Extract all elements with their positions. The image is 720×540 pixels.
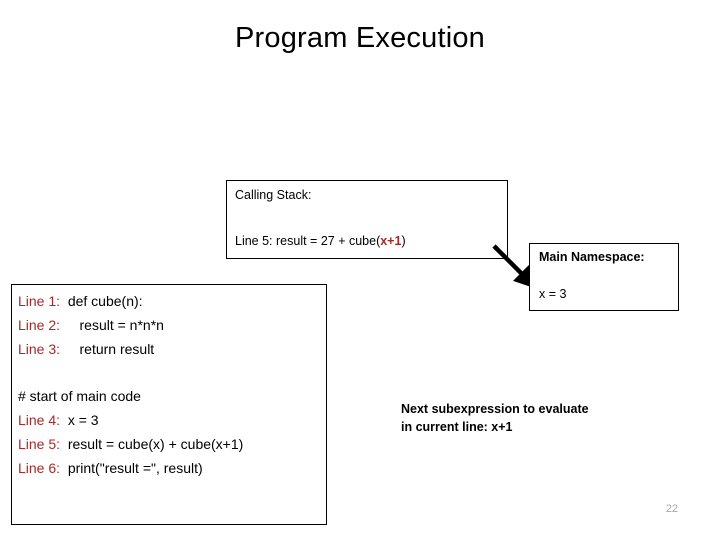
code-line-source: # start of main code — [18, 388, 141, 404]
code-line-source: def cube(n): — [60, 293, 143, 309]
code-line-label: Line 1: — [18, 293, 61, 309]
code-listing: Line 1: def cube(n): Line 2: result = n*… — [18, 289, 324, 480]
code-line: Line 6: print("result =", result) — [18, 456, 324, 480]
main-namespace-heading: Main Namespace: — [539, 250, 645, 264]
code-line-label: Line 4: — [18, 412, 61, 428]
code-line-source: print("result =", result) — [60, 460, 203, 476]
code-line-label: Line 5: — [18, 436, 61, 452]
code-line-label: Line 6: — [18, 460, 61, 476]
calling-stack-frame-suffix: ) — [401, 234, 406, 248]
code-line: Line 2: result = n*n*n — [18, 313, 324, 337]
annotation-line-1: Next subexpression to evaluate — [401, 402, 589, 416]
code-line: Line 4: x = 3 — [18, 408, 324, 432]
main-namespace-binding: x = 3 — [539, 287, 567, 301]
code-blank-line — [18, 361, 324, 384]
code-line: Line 1: def cube(n): — [18, 289, 324, 313]
calling-stack-frame-highlight: x+1 — [380, 234, 402, 248]
code-line-source: result = cube(x) + cube(x+1) — [60, 436, 244, 452]
calling-stack-frame: Line 5: result = 27 + cube(x+1) — [235, 233, 406, 249]
annotation-line-2: in current line: x+1 — [401, 420, 513, 434]
code-line: Line 3: return result — [18, 337, 324, 361]
code-line-label: Line 2: — [18, 317, 61, 333]
code-line-source: return result — [60, 341, 155, 357]
code-listing-box: Line 1: def cube(n): Line 2: result = n*… — [11, 284, 327, 525]
code-line-source: result = n*n*n — [60, 317, 164, 333]
code-line-label: Line 3: — [18, 341, 61, 357]
page-title: Program Execution — [234, 22, 485, 54]
calling-stack-box: Calling Stack: Line 5: result = 27 + cub… — [226, 180, 508, 259]
code-line: # start of main code — [18, 384, 324, 408]
calling-stack-frame-prefix: Line 5: result = 27 + cube( — [235, 234, 381, 248]
page-number: 22 — [665, 503, 679, 515]
main-namespace-box: Main Namespace: x = 3 — [529, 243, 679, 311]
calling-stack-heading: Calling Stack: — [235, 188, 312, 202]
code-line-source: x = 3 — [60, 412, 99, 428]
code-line: Line 5: result = cube(x) + cube(x+1) — [18, 432, 324, 456]
next-subexpression-annotation: Next subexpression to evaluate in curren… — [401, 400, 681, 436]
